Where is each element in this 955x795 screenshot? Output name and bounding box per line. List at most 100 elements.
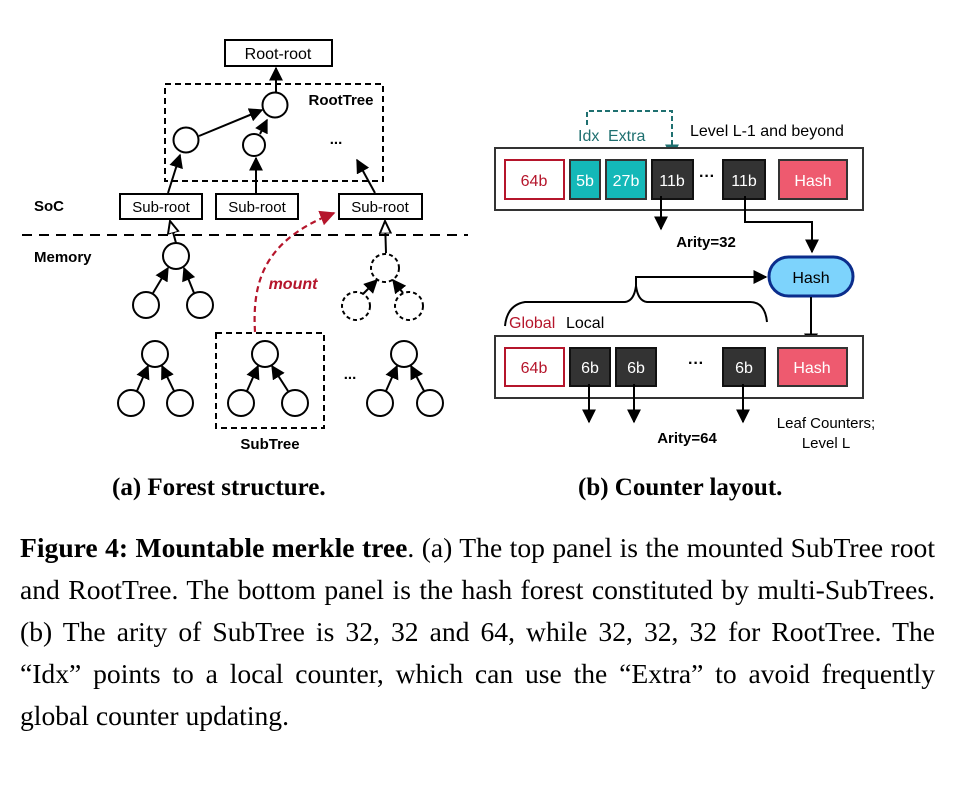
forest-ellipsis: ... [344,366,357,383]
mount-arrow [253,210,336,333]
figure-caption: Figure 4: Mountable merkle tree. (a) The… [20,527,935,737]
leaf-counter-text-1: 6b [581,360,599,377]
mounted-subtree [132,221,214,319]
upper-local-counter-text-last: 11b [731,173,757,190]
tree-edge [385,364,399,392]
idx-cell [569,159,601,200]
tree-node-dashed [370,253,400,283]
tree-edge [385,221,386,254]
local-label: Local [566,315,604,332]
edge-mid-to-top [255,118,268,135]
tree-edge [182,266,196,294]
panel-a-forest-structure: Root-root RootTree ... SoC Memory Sub-ro… [22,39,468,453]
tree-edge [392,278,407,295]
forest-subtree-1 [117,340,194,417]
global-label: Global [509,315,555,332]
subcaption-b: (b) Counter layout. [578,474,783,501]
tree-edge [410,364,425,392]
tree-edge [271,364,289,392]
leaf-counter-cell-2 [615,347,657,387]
tree-node [166,389,194,417]
tree-node [390,340,418,368]
root-tree-left-node [172,126,200,154]
upper-hash-text: Hash [794,173,831,190]
arity-upper-label: Arity=32 [676,234,736,251]
leaf-level-label-line2: Level L [802,435,850,452]
arrow-last-11b-to-hash [744,196,819,254]
tree-edge [246,364,260,392]
edge-left-to-top [198,108,264,137]
tree-node [227,389,255,417]
hash-node [767,255,855,298]
memory-label: Memory [34,249,92,266]
tree-edge [362,279,378,295]
extra-label: Extra [608,128,645,145]
edge-subroot1-to-left [167,153,183,194]
level-upper-label: Level L-1 and beyond [690,123,844,140]
tree-edge [152,266,169,294]
lower-global-counter-cell [504,347,565,387]
tree-edge [136,364,150,392]
root-tree-ellipsis: ... [330,131,343,148]
upper-local-counter-text-1: 11b [659,173,685,190]
extra-cell-text: 27b [613,173,640,190]
forest-subtree-3 [366,340,444,417]
leaf-level-label-line1: Leaf Counters; [777,415,875,432]
subcaption-a: (a) Forest structure. [112,474,326,501]
caption-body: . (a) The top panel is the mounted SubTr… [20,532,935,731]
tree-node [141,340,169,368]
tree-node [366,389,394,417]
lower-ellipsis: ··· [688,355,704,372]
sub-root-box-1 [119,193,203,220]
lower-hash-cell [777,347,848,387]
tree-node-dashed [394,291,424,321]
subtree-region [215,332,325,429]
leaf-counter-cell-last [722,347,766,387]
tree-node [281,389,309,417]
idx-label: Idx [578,128,599,145]
tree-node [416,389,444,417]
lower-global-counter-text: 64b [521,360,548,377]
upper-local-counter-cell-1 [651,159,694,200]
hash-node-text: Hash [792,270,829,287]
mount-label: mount [269,276,319,293]
root-root-label: Root-root [245,46,312,63]
edge-subroot3-to-ellipsis [356,158,376,194]
extra-cell [605,159,647,200]
tree-node [117,389,145,417]
root-tree-label: RootTree [308,92,373,109]
tree-node [132,291,160,319]
sub-root-box-2 [215,193,299,220]
tree-node [251,340,279,368]
sub-root-box-3 [338,193,423,220]
tree-node-dashed [341,291,371,321]
arity-lower-label: Arity=64 [657,430,717,447]
sub-root-label-3: Sub-root [351,199,409,216]
upper-local-counter-cell-last [722,159,766,200]
panel-b-counter-layout: Idx Extra Level L-1 and beyond 64b 5b 27… [494,110,875,452]
brace-to-hash-arrow [635,270,768,290]
caption-title: Figure 4: Mountable merkle tree [20,532,408,563]
subtree-highlighted: SubTree [215,332,325,453]
tree-node [186,291,214,319]
upper-global-counter-text: 64b [521,173,548,190]
leaf-counter-text-2: 6b [627,360,645,377]
tree-edge [161,364,175,392]
figure-diagram: Root-root RootTree ... SoC Memory Sub-ro… [22,39,875,453]
idx-pointer-arrow [586,110,679,159]
sub-root-label-1: Sub-root [132,199,190,216]
subtree-label: SubTree [240,436,299,453]
sub-root-label-2: Sub-root [228,199,286,216]
upper-hash-cell [778,159,848,200]
lower-hash-text: Hash [793,360,830,377]
root-tree-region [164,83,384,182]
dashed-subtree-placeholder [341,221,424,321]
root-root-box [224,39,333,67]
tree-edge [170,221,176,244]
leaf-counter-text-last: 6b [735,360,753,377]
upper-global-counter-cell [504,159,565,200]
idx-cell-text: 5b [576,173,594,190]
upper-ellipsis: ··· [699,168,715,185]
soc-label: SoC [34,198,64,215]
root-tree-mid-node [242,133,266,157]
